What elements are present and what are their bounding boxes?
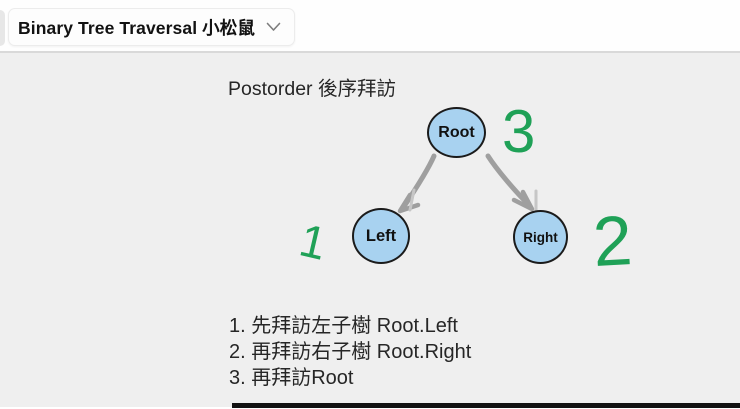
edge-root-left <box>397 153 437 214</box>
slide-canvas: Postorder 後序拜訪 3 1 2 Root Left <box>0 53 740 408</box>
tree-node-root-label: Root <box>438 123 475 141</box>
tree-node-right: Right <box>513 210 568 264</box>
ink-annotation-right-order: 2 <box>591 201 634 281</box>
ink-annotation-left-order: 1 <box>295 213 332 269</box>
note-title-dropdown[interactable]: Binary Tree Traversal 小松鼠 <box>8 8 295 46</box>
step-item-1: 1. 先拜訪左子樹 Root.Left <box>229 315 458 337</box>
header-bar: Binary Tree Traversal 小松鼠 <box>0 0 740 53</box>
step-list: 1. 先拜訪左子樹 Root.Left 2. 再拜訪右子樹 Root.Right… <box>229 313 471 391</box>
tree-node-left-label: Left <box>365 226 397 245</box>
video-progress-bar[interactable] <box>232 403 740 408</box>
note-title: Binary Tree Traversal 小松鼠 <box>18 17 255 38</box>
ink-annotation-root-order: 3 <box>502 98 535 165</box>
edge-root-right <box>485 153 538 213</box>
step-item-3: 3. 再拜訪Root <box>229 367 354 389</box>
tree-node-right-label: Right <box>523 229 558 245</box>
adjacent-tab-edge <box>0 10 5 46</box>
chevron-down-icon <box>266 22 281 32</box>
tree-node-root: Root <box>427 107 486 158</box>
step-item-2: 2. 再拜訪右子樹 Root.Right <box>229 341 472 363</box>
tree-node-left: Left <box>352 208 410 264</box>
slide-title: Postorder 後序拜訪 <box>228 78 396 100</box>
